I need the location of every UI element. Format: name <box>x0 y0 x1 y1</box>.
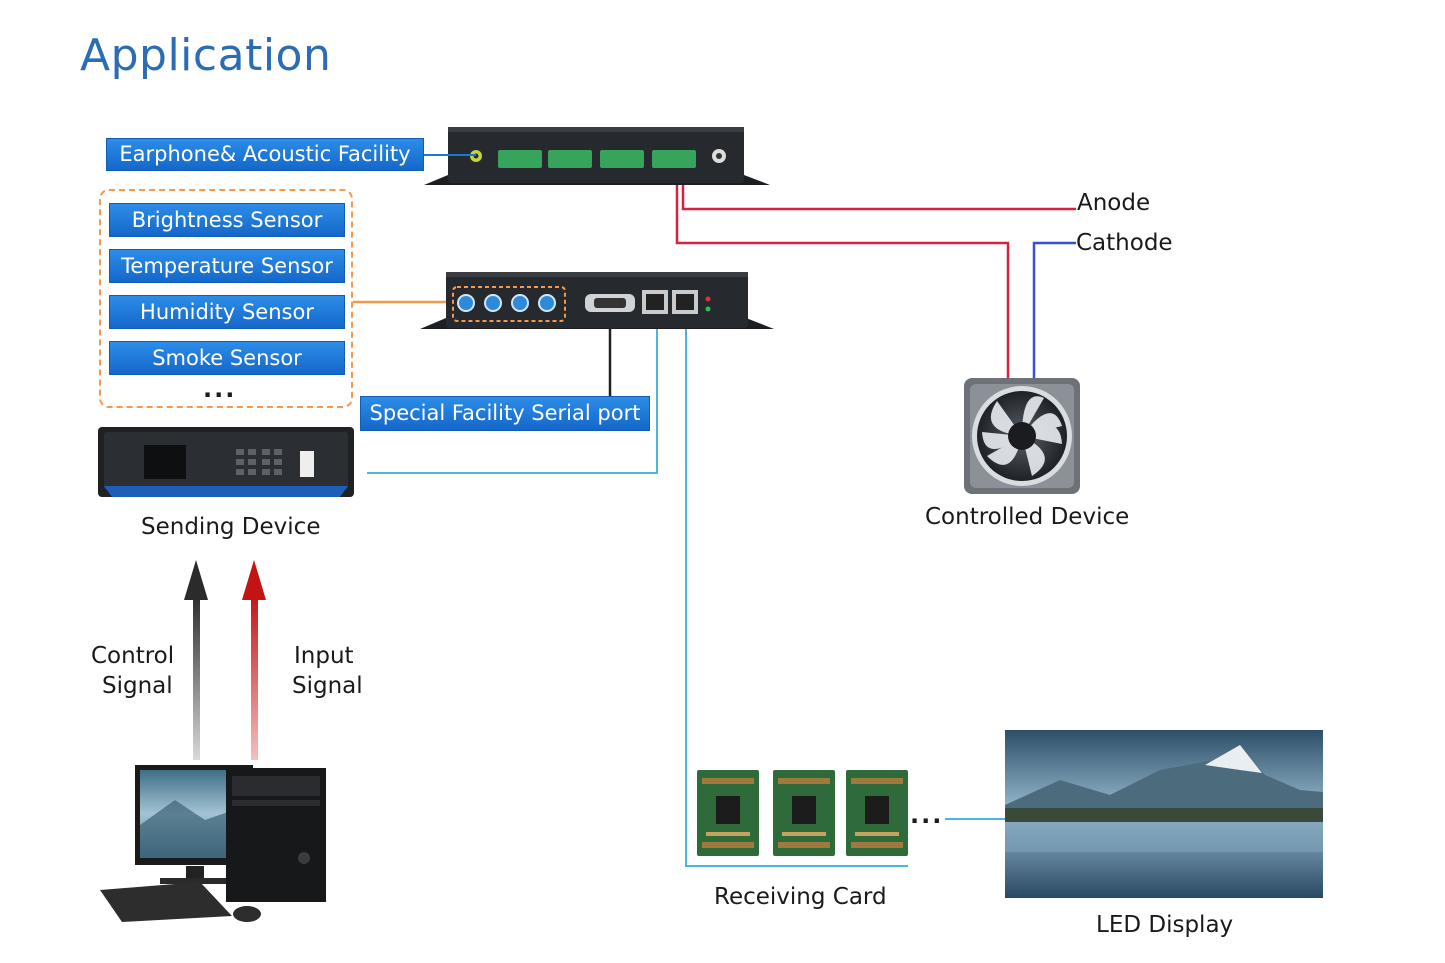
receiving-card-caption: Receiving Card <box>714 884 887 910</box>
cathode-wire <box>1032 241 1076 380</box>
special-facility-serial-port-label: Special Facility Serial port <box>360 396 650 431</box>
cathode-label: Cathode <box>1076 230 1173 256</box>
input-signal-label-line1: Input <box>294 643 354 669</box>
control-signal-label-line1: Control <box>91 643 175 669</box>
computer-image <box>100 765 326 922</box>
page-title: Application <box>80 30 332 81</box>
receiving-card-image-1 <box>697 770 759 856</box>
sending-device-wire <box>367 312 658 474</box>
receiving-card-image-2 <box>773 770 835 856</box>
sending-device-image <box>98 427 354 497</box>
brightness-sensor-label: Brightness Sensor <box>109 203 345 237</box>
top-controller-device <box>424 127 770 185</box>
led-display-caption: LED Display <box>1096 912 1234 938</box>
temperature-sensor-label: Temperature Sensor <box>109 249 345 283</box>
earphone-connector <box>424 154 476 156</box>
earphone-acoustic-label: Earphone& Acoustic Facility <box>106 138 424 171</box>
control-signal-label-line2: Signal <box>102 673 173 699</box>
anode-label: Anode <box>1077 190 1151 216</box>
sensor-ellipsis: ... <box>203 375 237 403</box>
fan-image <box>964 378 1080 494</box>
receiving-card-wire <box>685 312 908 867</box>
anode-wire-to-fan <box>675 170 1010 380</box>
receiving-card-image-3 <box>846 770 908 856</box>
input-signal-label-line2: Signal <box>292 673 363 699</box>
input-signal-arrow <box>242 560 266 760</box>
sensor-group <box>99 189 353 408</box>
humidity-sensor-label: Humidity Sensor <box>109 295 345 329</box>
controlled-device-caption: Controlled Device <box>925 504 1130 530</box>
led-display-image <box>1005 730 1323 898</box>
sending-device-caption: Sending Device <box>141 514 321 540</box>
control-signal-arrow <box>184 560 208 760</box>
smoke-sensor-label: Smoke Sensor <box>109 341 345 375</box>
receiving-card-ellipsis: ... <box>910 801 944 829</box>
middle-controller-device <box>420 272 774 329</box>
